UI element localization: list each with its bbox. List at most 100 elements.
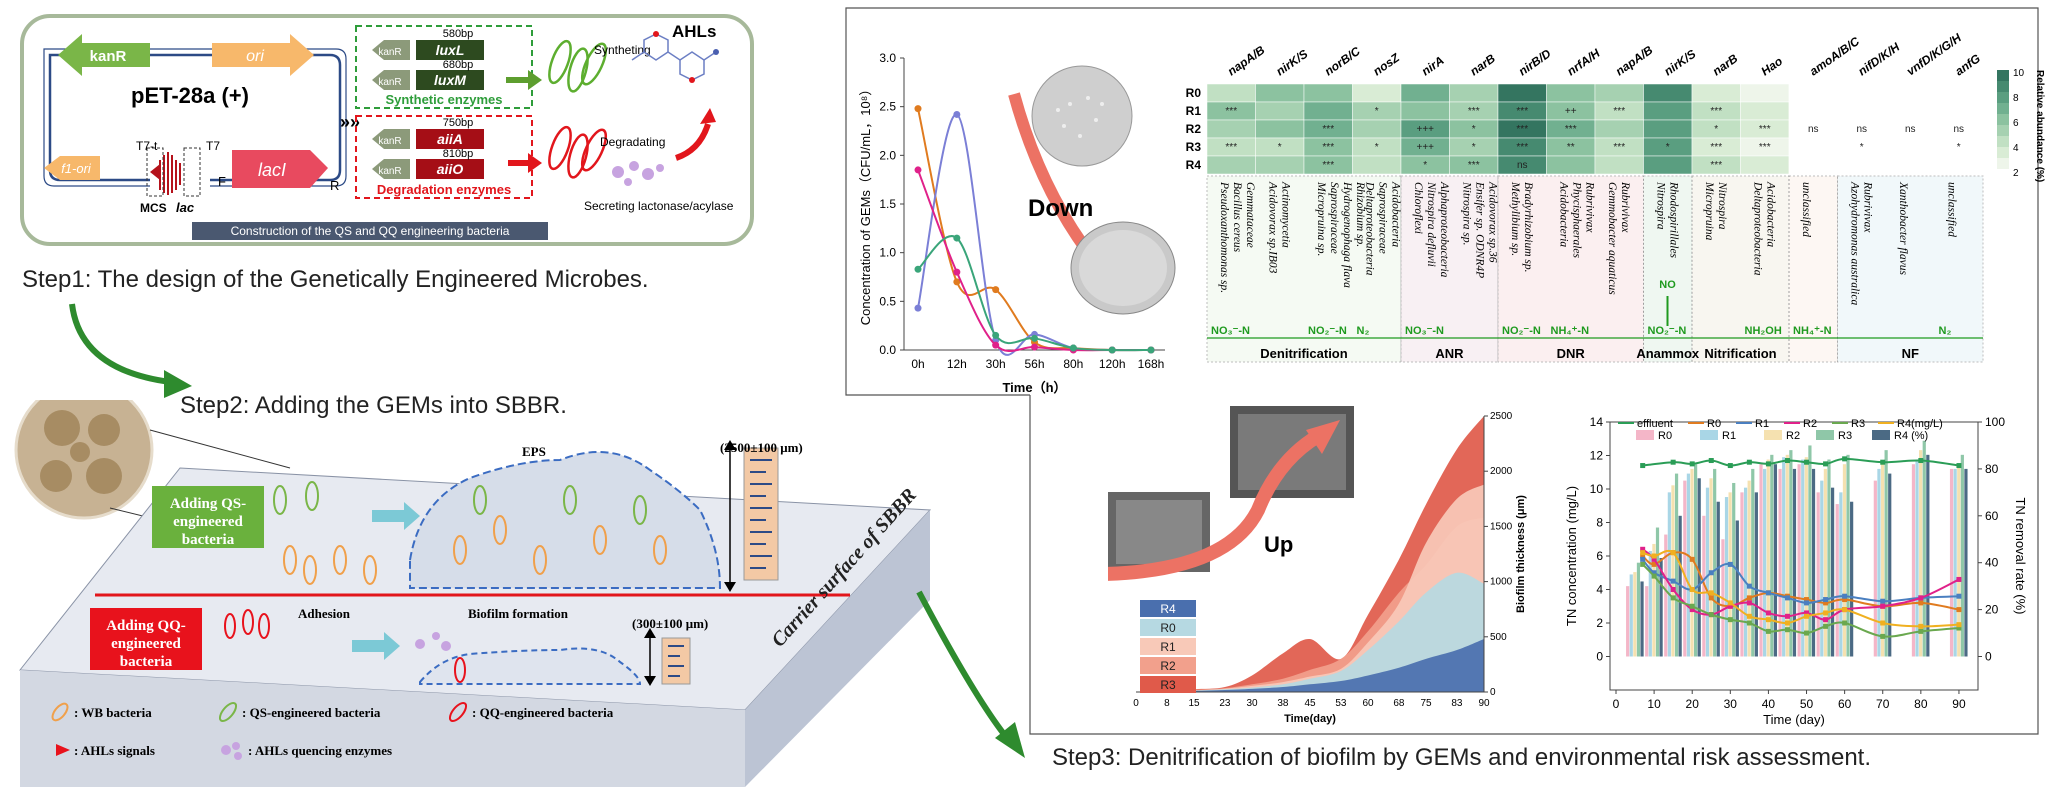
line-point [1670,578,1676,584]
colorbar-tick: 2 [2013,168,2019,179]
line-point [1842,607,1848,613]
luxL-label: luxL [436,42,465,58]
line-point [1727,463,1733,469]
colorbar-tick: 8 [2013,93,2019,104]
line-point [1918,623,1924,629]
line-point [1708,590,1714,596]
significance-label: +++ [1416,124,1434,135]
stage-label: NO₂⁻-N [1502,325,1541,337]
y-tick-label: 14 [1590,415,1604,429]
y2-tick-label: 60 [1985,509,1999,523]
line-point [1918,458,1924,464]
legend-label: R2 [1803,418,1817,430]
line-point [1823,461,1829,467]
row-label: R4 [1186,158,1202,172]
bar-R4 [1926,454,1930,657]
line-point [1640,463,1646,469]
right-arrow-2-icon [352,632,400,660]
line-point [1804,600,1810,606]
line-point [1804,630,1810,636]
bar-R3 [1732,482,1736,657]
line-point [1689,603,1695,609]
bar-R2 [1842,464,1847,657]
y2-tick-label: 100 [1985,415,2005,429]
significance-label: * [1472,124,1476,135]
step1-box-label: Construction of the QS and QQ engineerin… [231,224,510,238]
qs-legend-icon [218,701,238,723]
ahl-signal-icon [56,744,70,756]
bar-R3 [1789,450,1793,657]
pathway-band [1206,175,1402,363]
line-point [1640,556,1646,562]
significance-label: *** [1468,106,1480,117]
bar-R2 [1766,459,1770,657]
bar-R1 [1839,492,1843,657]
significance-label: ** [1567,142,1575,153]
wb-legend-icon [51,702,69,722]
taxon-label: Actinomycetia [1280,181,1292,248]
heat-cell [1255,101,1305,121]
legend-swatch [1140,638,1196,655]
eps-label: EPS [522,444,546,459]
colorbar-step [1997,136,2009,148]
bar-R1 [1801,459,1805,657]
bar-R1 [1877,468,1881,657]
heat-cell [1643,155,1693,175]
plasmid-name: pET-28a (+) [131,83,249,108]
significance-label: *** [1710,160,1722,171]
bar-R1 [1629,574,1633,657]
taxon-label: Bradyrhizobium sp. [1522,182,1534,273]
x-axis-label: Time(day) [1284,713,1336,725]
line-point [1784,595,1790,601]
line-point [1956,593,1962,599]
pathway-band [1788,175,1838,363]
bar-R3 [1694,464,1698,657]
bar-R3 [1751,468,1755,657]
heat-cell [1594,119,1644,139]
stage-label: NH₂OH [1745,325,1782,337]
colorbar-step [1997,70,2009,82]
pathway-band [1643,175,1693,363]
significance-label: *** [1516,124,1528,135]
line-point [1689,607,1695,613]
line-point [1765,628,1771,634]
x-tick-label: 0 [1133,698,1139,709]
lac-label: lac [176,200,195,215]
y-tick-label: 1500 [1490,521,1513,532]
x-tick-label: 40 [1762,697,1776,711]
bar-R1 [1686,473,1691,657]
bar-R0 [1664,534,1668,657]
luxM-label: luxM [434,72,466,88]
line-point [1746,613,1752,619]
bar-R0 [1645,586,1649,657]
kanR-arrow [58,34,150,76]
f1-ori-label: f1-ori [61,161,92,176]
x-tick-label: 38 [1277,698,1289,709]
line-point [1640,553,1646,559]
synthetic-title: Synthetic enzymes [385,92,502,107]
y-tick-label: 12 [1590,449,1604,463]
significance-label: *** [1468,160,1480,171]
primer-r: R [330,178,339,193]
heat-cell [1788,137,1838,157]
y-tick-label: 4 [1596,583,1603,597]
legend-label: R4 (%) [1894,430,1928,442]
taxon-label: Acidovorax sp.IB03 [1267,181,1279,274]
lacI-arrow [232,150,328,188]
line-point [1842,597,1848,603]
bar-R0 [1702,515,1706,657]
x-tick-label: 90 [1952,697,1966,711]
x-tick-label: 60 [1362,698,1374,709]
y-axis-label: Concentration of GEMs（CFU/mL，10⁸） [858,83,873,325]
group-label: Nitrification [1704,346,1776,361]
significance-label: * [1278,142,1282,153]
y-axis-label: TN concentration (mg/L) [1564,486,1579,626]
significance-label: *** [1710,142,1722,153]
taxon-label: unclassified [1800,182,1812,237]
line-point [1746,600,1752,606]
line-point [1765,461,1771,467]
line-point [1727,600,1733,606]
t7-label: T7 [206,139,220,153]
significance-label: ns [1856,124,1867,135]
